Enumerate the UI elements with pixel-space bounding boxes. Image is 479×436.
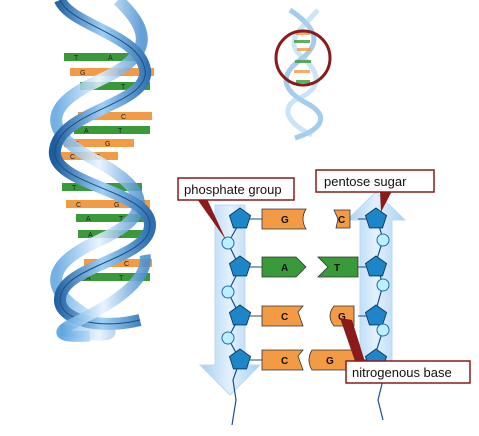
phosphate-circle bbox=[376, 323, 390, 337]
callout-phosphate: phosphate group bbox=[177, 177, 295, 240]
sugar-pentagon bbox=[228, 207, 252, 229]
helix-base-segment bbox=[76, 214, 113, 222]
callout-base: nitrogenous base bbox=[340, 318, 471, 384]
helix-base-segment bbox=[112, 68, 154, 76]
helix-base-segment bbox=[118, 259, 152, 267]
base-shape bbox=[261, 349, 304, 371]
base-letter: C bbox=[281, 312, 288, 323]
sugar-pentagon bbox=[228, 255, 252, 277]
sugar-pentagon bbox=[364, 207, 388, 229]
base-shape bbox=[333, 209, 351, 229]
helix-base-segment bbox=[112, 126, 150, 134]
helix-base-segment bbox=[74, 126, 112, 134]
helix-base-segment bbox=[102, 53, 140, 61]
sugar-pentagon bbox=[364, 304, 388, 326]
helix-base-segment bbox=[62, 183, 102, 191]
phosphate-circles bbox=[221, 233, 390, 345]
helix-base-segment bbox=[78, 230, 112, 238]
helix-base-letter: A bbox=[88, 232, 93, 239]
phosphate-circle bbox=[376, 278, 390, 292]
helix-base-segment bbox=[115, 112, 152, 120]
helix-base-segment bbox=[60, 152, 89, 160]
helix-base-letter: G bbox=[105, 141, 110, 148]
helix-base-letter: C bbox=[70, 154, 75, 161]
helix-base-segment bbox=[64, 53, 102, 61]
helix-backbone-front-edge bbox=[54, 0, 151, 325]
helix-base-segment bbox=[70, 68, 112, 76]
helix-base-letter: T bbox=[119, 216, 124, 223]
phosphate-circle bbox=[221, 285, 235, 299]
base-shape bbox=[261, 256, 307, 278]
sugar-pentagon bbox=[228, 304, 252, 326]
helix-base-letter: G bbox=[80, 70, 85, 77]
phosphate-circle bbox=[221, 236, 235, 250]
phosphate-circle bbox=[376, 233, 390, 247]
helix-base-letter: G bbox=[114, 202, 119, 209]
sugar-pentagon bbox=[228, 348, 252, 370]
callout-base-label: nitrogenous base bbox=[352, 365, 452, 380]
base-letter: A bbox=[281, 263, 288, 274]
base-letter: G bbox=[326, 356, 334, 367]
helix-base-letter: A bbox=[86, 275, 91, 282]
helix-base-segment bbox=[99, 139, 134, 147]
helix-base-letter: A bbox=[84, 128, 89, 135]
helix-base-letter: C bbox=[121, 114, 126, 121]
base-letter: C bbox=[338, 215, 345, 226]
left-strand-arrow bbox=[198, 204, 262, 396]
helix-base-letter: T bbox=[118, 128, 123, 135]
helix-base-segment bbox=[76, 273, 113, 281]
helix-base-letter: T bbox=[119, 275, 124, 282]
phosphate-circle bbox=[221, 331, 235, 345]
callout-sugar: pentose sugar bbox=[315, 169, 435, 212]
base-shape bbox=[261, 208, 307, 230]
helix-base-letter: T bbox=[74, 55, 79, 62]
base-shape bbox=[261, 305, 304, 327]
helix-base-segment bbox=[102, 183, 142, 191]
helix-base-letter: C bbox=[76, 202, 81, 209]
highlight-circle bbox=[274, 29, 332, 87]
helix-base-letter: C bbox=[124, 261, 129, 268]
helix-base-segment bbox=[64, 139, 99, 147]
helix-base-letter: A bbox=[108, 55, 113, 62]
helix-base-segment bbox=[89, 152, 118, 160]
helix-base-letter: A bbox=[86, 216, 91, 223]
base-letter: C bbox=[281, 356, 288, 367]
helix-backbone-lower bbox=[56, 254, 151, 342]
helix-base-segment bbox=[112, 230, 146, 238]
helix-base-letter: T bbox=[72, 185, 77, 192]
base-letter: G bbox=[281, 215, 289, 226]
helix-base-segment bbox=[66, 200, 108, 208]
helix-base-letter: T bbox=[121, 84, 126, 91]
base-letter: G bbox=[338, 312, 346, 323]
helix-base-segment bbox=[113, 273, 150, 281]
left-backbone-line bbox=[227, 221, 241, 426]
base-letter: T bbox=[334, 263, 340, 274]
sugar-pentagon bbox=[364, 255, 388, 277]
callout-phosphate-label: phosphate group bbox=[184, 182, 282, 197]
small-helix-icon bbox=[274, 7, 332, 141]
callout-sugar-label: pentose sugar bbox=[324, 174, 407, 189]
base-shape bbox=[317, 256, 359, 278]
